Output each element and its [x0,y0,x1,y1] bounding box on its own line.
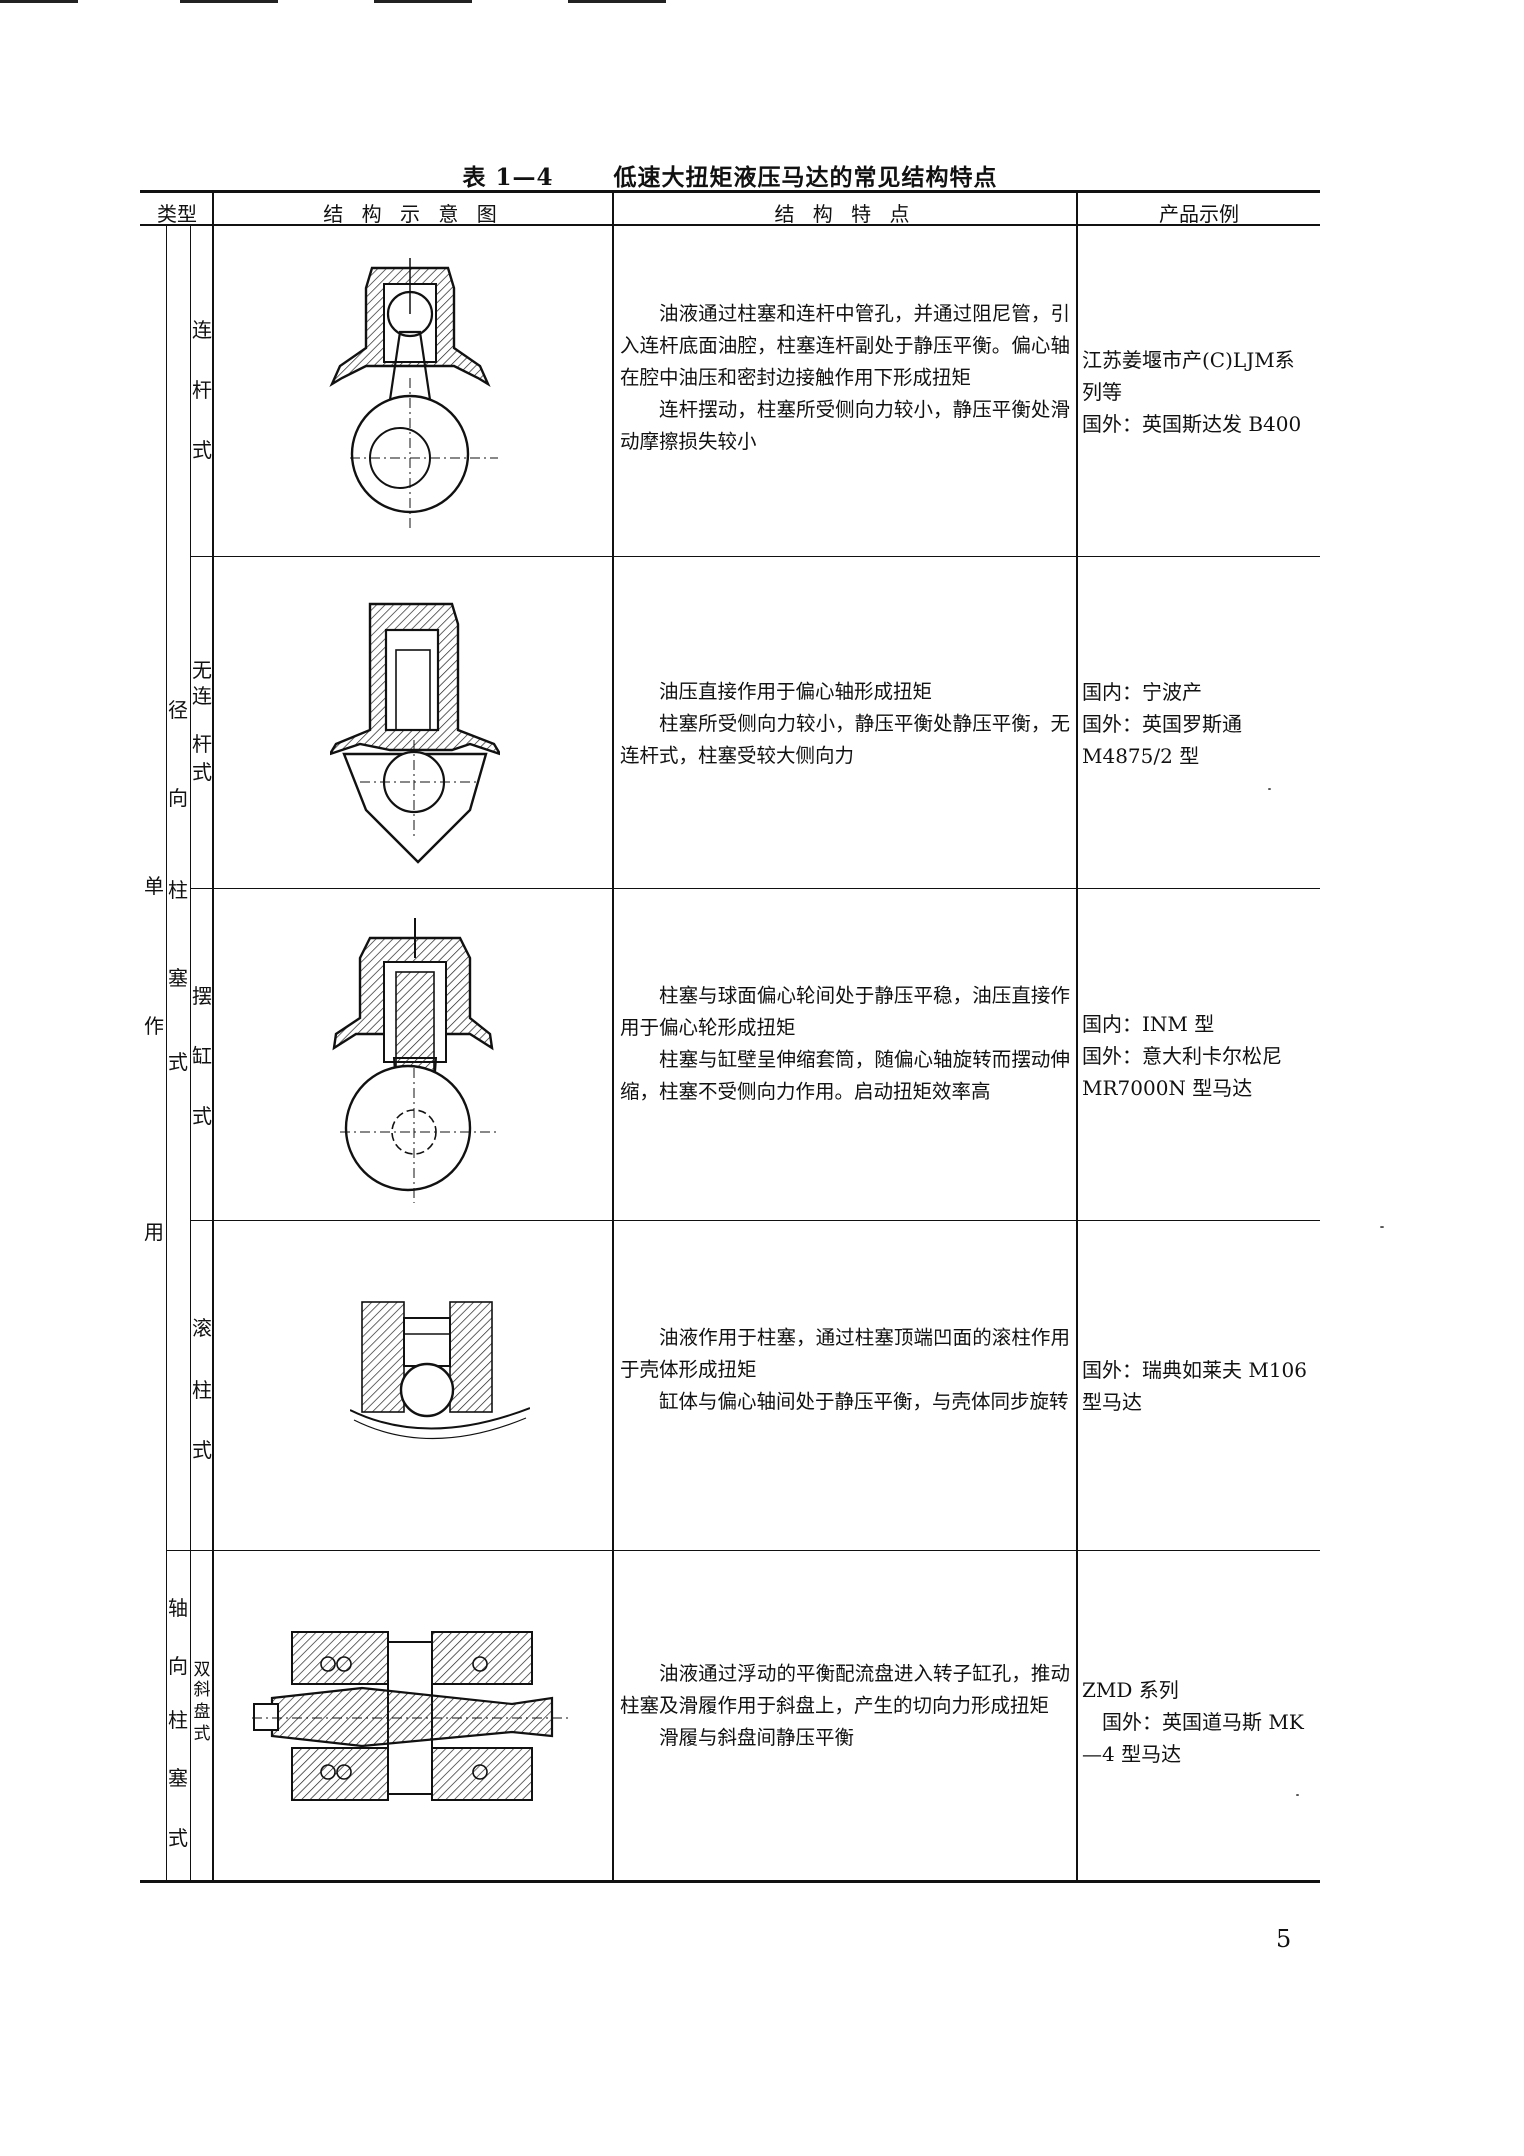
type-char: 单 [144,874,164,898]
radial-char: 式 [168,1050,188,1074]
scan-speck [1380,1226,1384,1228]
subtype-char: 杆 [192,378,212,402]
scan-mark [374,0,472,3]
subtype-char: 杆 [192,732,212,756]
col-rule-type-inner [166,226,167,1880]
diagram-double-swashplate [252,1631,572,1801]
table-top-rule [140,190,1320,193]
feature-paragraph: 缸体与偏心轴间处于静压平衡，与壳体同步旋转 [659,1390,1069,1413]
row-divider [190,556,1320,557]
subtype-char: 无 [192,658,212,682]
feature-paragraph: 柱塞与缸壁呈伸缩套筒，随偏心轴旋转而摆动伸缩，柱塞不受侧向力作用。启动扭矩效率高 [620,1048,1070,1103]
header-bottom-rule [140,224,1320,226]
features-text: 油液通过浮动的平衡配流盘进入转子缸孔，推动柱塞及滑履作用于斜盘上，产生的切向力形… [620,1658,1070,1754]
subtype-char: 式 [192,1104,212,1128]
table-caption: 表 1—4 低速大扭矩液压马达的常见结构特点 [140,158,1320,192]
subtype-char: 缸 [192,1044,212,1068]
example-line: 国外：英国道马斯 MK—4 型马达 [1082,1710,1304,1766]
radial-char: 柱 [168,878,188,902]
page-number: 5 [1276,1925,1292,1953]
subtype-char: 柱 [192,1378,212,1402]
scan-speck [1296,1794,1299,1796]
col-rule-examples [1076,190,1078,1880]
row-divider [190,888,1320,889]
example-line: 国外：瑞典如莱夫 M106 型马达 [1082,1358,1308,1414]
diagram-connecting-rod [329,258,498,528]
axial-char: 塞 [168,1766,188,1790]
axial-char: 轴 [168,1596,188,1620]
feature-paragraph: 油液通过柱塞和连杆中管孔，并通过阻尼管，引入连杆底面油腔，柱塞连杆副处于静压平衡… [620,302,1070,389]
feature-paragraph: 柱塞所受侧向力较小，静压平衡处静压平衡，无连杆式，柱塞受较大侧向力 [620,712,1070,767]
subtype-char: 连 [192,684,212,708]
axial-char: 柱 [168,1708,188,1732]
axial-char: 式 [168,1826,188,1850]
examples-text: ZMD 系列 国外：英国道马斯 MK—4 型马达 [1082,1674,1312,1770]
feature-paragraph: 油液通过浮动的平衡配流盘进入转子缸孔，推动柱塞及滑履作用于斜盘上，产生的切向力形… [620,1662,1070,1717]
col-rule-subtype [190,226,191,1880]
examples-text: 国外：瑞典如莱夫 M106 型马达 [1082,1354,1312,1418]
radial-char: 向 [168,786,188,810]
scan-mark [568,0,666,3]
table-title: 低速大扭矩液压马达的常见结构特点 [613,164,998,191]
examples-text: 江苏姜堰市产(C)LJM系列等 国外：英国斯达发 B400 [1082,344,1312,440]
col-rule-diagram [212,190,214,1880]
header-features: 结 构 特 点 [774,202,916,226]
example-line: 江苏姜堰市产(C)LJM系列等 [1082,348,1295,404]
feature-paragraph: 连杆摆动，柱塞所受侧向力较小，静压平衡处滑动摩擦损失较小 [620,398,1070,453]
subtype-char: 连 [192,318,212,342]
subtype-char: 斜 [193,1680,211,1700]
diagram-swing-cylinder [332,918,498,1203]
diagram-no-rod [330,602,500,864]
table-number: 表 1—4 [462,164,554,191]
scan-mark [180,0,278,3]
feature-paragraph: 油液作用于柱塞，通过柱塞顶端凹面的滚柱作用于壳体形成扭矩 [620,1326,1070,1381]
header-type: 类型 [157,202,197,226]
examples-text: 国内：宁波产 国外：英国罗斯通 M4875/2 型 [1082,676,1312,772]
example-line: 国外：英国斯达发 B400 [1082,412,1302,436]
example-line: 国外：英国罗斯通 M4875/2 型 [1082,712,1242,768]
example-line: 国外：意大利卡尔松尼 MR7000N 型马达 [1082,1044,1282,1100]
example-line: 国内：宁波产 [1082,680,1202,704]
diagram-roller [350,1301,530,1440]
subtype-char: 式 [192,760,212,784]
subtype-char: 摆 [192,984,212,1008]
subtype-char: 式 [192,438,212,462]
subtype-char: 式 [193,1724,211,1744]
type-char: 用 [144,1220,164,1244]
features-text: 柱塞与球面偏心轮间处于静压平稳，油压直接作用于偏心轮形成扭矩 柱塞与缸壁呈伸缩套… [620,980,1070,1108]
radial-char: 塞 [168,966,188,990]
row-divider [166,1550,1320,1551]
features-text: 油液作用于柱塞，通过柱塞顶端凹面的滚柱作用于壳体形成扭矩 缸体与偏心轴间处于静压… [620,1322,1070,1418]
col-rule-features [612,190,614,1880]
header-diagram: 结 构 示 意 图 [323,202,503,226]
example-line: 国内：INM 型 [1082,1012,1215,1036]
subtype-char: 式 [192,1438,212,1462]
type-char: 作 [144,1014,164,1038]
features-text: 油液通过柱塞和连杆中管孔，并通过阻尼管，引入连杆底面油腔，柱塞连杆副处于静压平衡… [620,298,1070,458]
subtype-char: 盘 [193,1702,211,1722]
table-bottom-rule [140,1880,1320,1883]
features-text: 油压直接作用于偏心轴形成扭矩 柱塞所受侧向力较小，静压平衡处静压平衡，无连杆式，… [620,676,1070,772]
axial-char: 向 [168,1654,188,1678]
feature-paragraph: 滑履与斜盘间静压平衡 [659,1726,855,1749]
examples-text: 国内：INM 型 国外：意大利卡尔松尼 MR7000N 型马达 [1082,1008,1312,1104]
feature-paragraph: 柱塞与球面偏心轮间处于静压平稳，油压直接作用于偏心轮形成扭矩 [620,984,1070,1039]
scan-speck [1268,788,1271,790]
header-examples: 产品示例 [1159,202,1239,226]
radial-char: 径 [168,698,188,722]
example-line: ZMD 系列 [1082,1678,1179,1702]
subtype-char: 双 [193,1660,211,1680]
scan-mark [0,0,78,3]
subtype-char: 滚 [192,1316,212,1340]
feature-paragraph: 油压直接作用于偏心轴形成扭矩 [659,680,933,703]
row-divider [190,1220,1320,1221]
